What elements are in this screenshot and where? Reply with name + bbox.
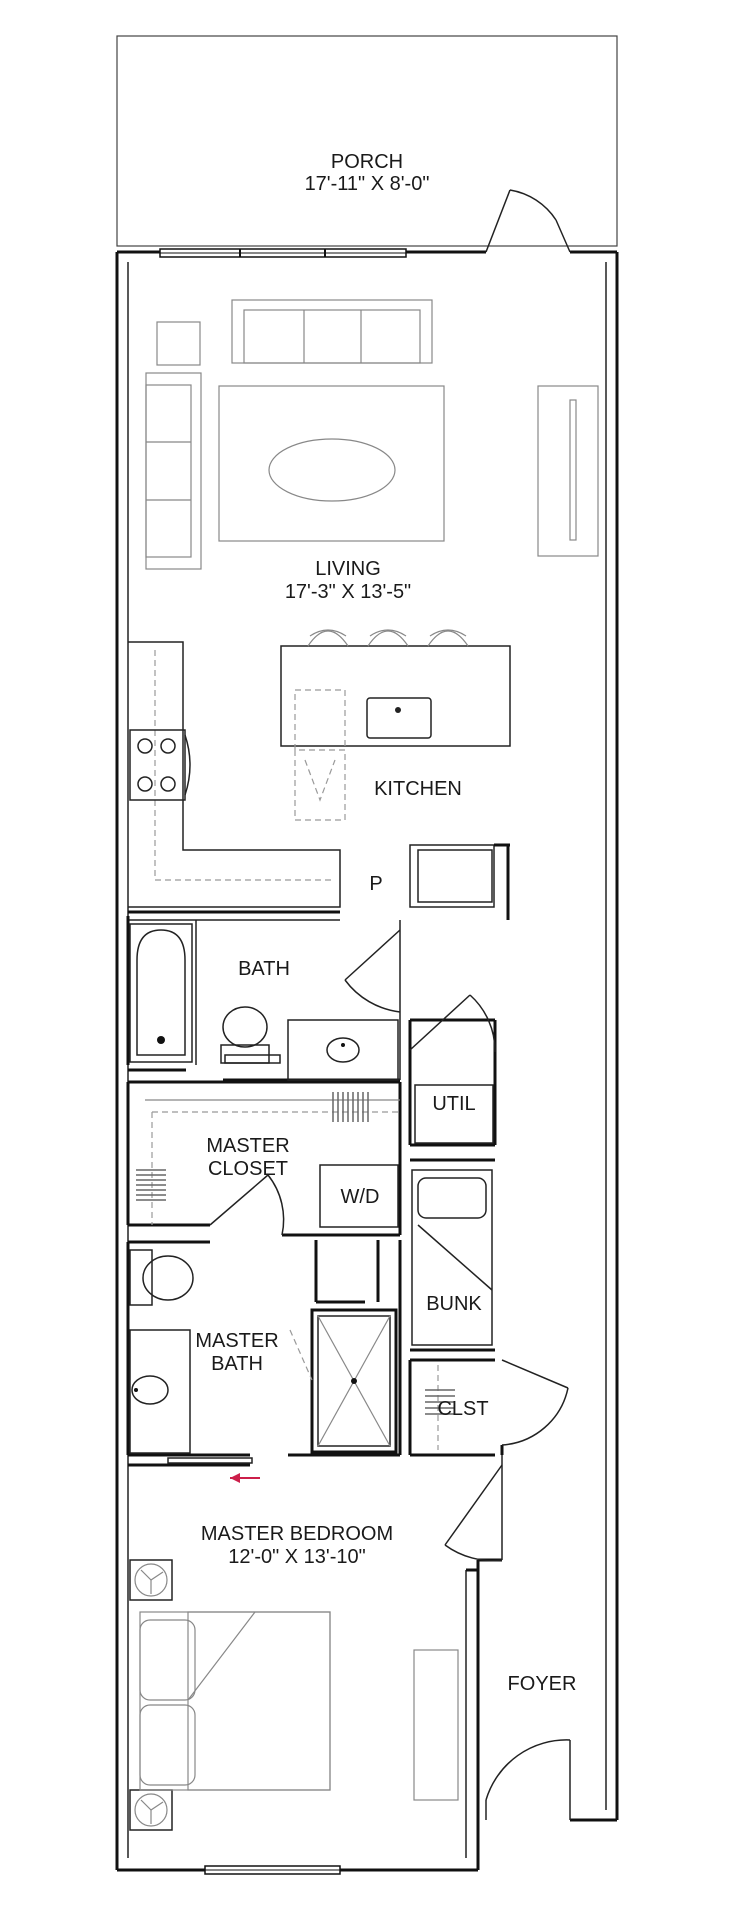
bath-label: BATH (238, 958, 290, 980)
master-bedroom-label: MASTER BEDROOM (201, 1523, 393, 1545)
interior-walls (126, 910, 504, 1700)
bunk-label: BUNK (426, 1293, 482, 1315)
master-closet-label-line2: CLOSET (208, 1158, 288, 1180)
living-label: LIVING (315, 558, 381, 580)
util-label: UTIL (432, 1093, 475, 1115)
master-bath-fixtures (129, 1249, 398, 1483)
kitchen-fixtures (128, 629, 511, 920)
master-bedroom-dimensions: 12'-0" X 13'-10" (228, 1546, 365, 1568)
porch-dimensions: 17'-11" X 8'-0" (305, 173, 430, 195)
util-fixtures (409, 994, 496, 1144)
bedroom-window (204, 1865, 341, 1875)
porch-entry-door (485, 189, 571, 253)
clst-label: CLST (437, 1398, 488, 1420)
foyer-door (485, 1739, 571, 1820)
washer-dryer-label: W/D (341, 1186, 380, 1208)
kitchen-label: KITCHEN (374, 778, 462, 800)
master-bedroom-furniture (129, 1464, 503, 1831)
living-furniture (145, 299, 599, 570)
master-bath-label-line1: MASTER (195, 1330, 278, 1352)
porch-window (159, 248, 407, 258)
master-closet-fixtures (136, 1092, 400, 1236)
master-bath-label-line2: BATH (211, 1353, 263, 1375)
bunk-fixtures (411, 1169, 493, 1346)
foyer-label: FOYER (508, 1673, 577, 1695)
bath-fixtures (129, 923, 401, 1081)
living-dimensions: 17'-3" X 13'-5" (285, 581, 411, 603)
master-closet-label-line1: MASTER (206, 1135, 289, 1157)
pantry-label: P (369, 873, 382, 895)
porch-label: PORCH (331, 151, 403, 173)
clst-fixtures (425, 1359, 569, 1450)
porch-area (116, 35, 618, 247)
